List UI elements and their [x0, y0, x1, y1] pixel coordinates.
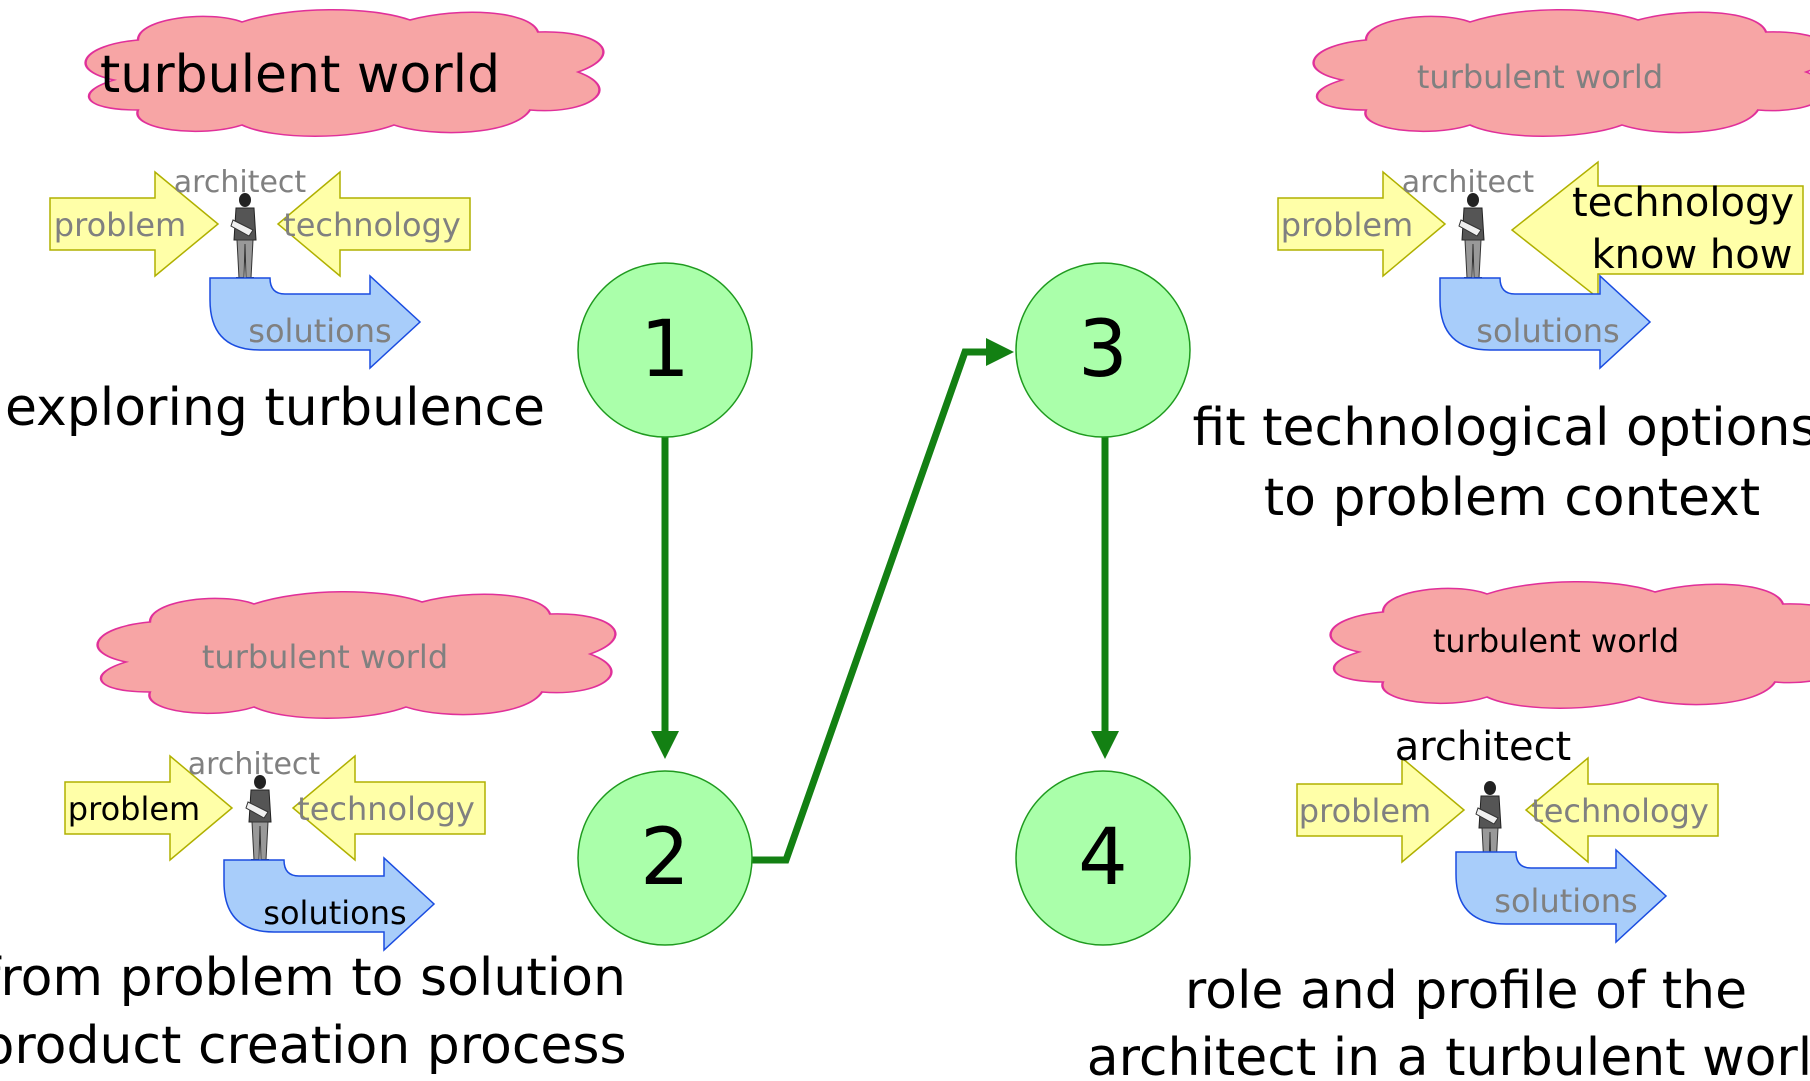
solutions-arrow: [209, 274, 422, 370]
solutions-arrow: [1439, 274, 1652, 370]
solutions-arrow: [223, 856, 436, 952]
architect-figure-icon: [230, 192, 257, 281]
problem-label: problem: [68, 790, 200, 828]
problem-arrow: [64, 754, 234, 862]
node-2: 2: [577, 770, 753, 946]
solutions-label: solutions: [263, 894, 406, 932]
panel-caption-line1: role and profile of the: [1185, 961, 1747, 1021]
problem-arrow: [49, 170, 220, 278]
flow-arrows: [651, 338, 1119, 864]
technology-label: technology: [283, 206, 461, 244]
architect-figure-icon: [245, 774, 272, 863]
architect-label: architect: [174, 165, 307, 200]
panel-exploring-turbulence: turbulent world problem technology archi…: [5, 8, 605, 438]
architect-label: architect: [1395, 724, 1572, 770]
problem-arrow: [1277, 170, 1447, 278]
panel-caption-line1: fit technological options: [1192, 398, 1810, 458]
panel-caption: exploring turbulence: [5, 378, 545, 438]
technology-label-line2: know how: [1592, 232, 1793, 278]
solutions-arrow: [1455, 848, 1668, 944]
problem-label: problem: [1299, 792, 1431, 830]
technology-label: technology: [297, 790, 475, 828]
technology-arrow: [291, 754, 486, 862]
panel-role-and-profile: turbulent world problem technology archi…: [1087, 580, 1810, 1081]
problem-label: problem: [1281, 206, 1413, 244]
flow-arrow-2-to-3: [750, 338, 1014, 864]
architect-label: architect: [188, 747, 321, 782]
node-label: 2: [640, 813, 690, 903]
technology-know-how-arrow: [1510, 160, 1804, 300]
technology-label: technology: [1531, 792, 1709, 830]
technology-arrow: [1524, 756, 1719, 864]
architect-figure-icon: [1458, 192, 1485, 281]
node-1: 1: [577, 262, 753, 438]
node-3: 3: [1015, 262, 1191, 438]
cloud-label: turbulent world: [100, 45, 500, 105]
panel-problem-to-solution: turbulent world problem technology archi…: [0, 590, 627, 1076]
solutions-label: solutions: [1476, 312, 1619, 350]
node-label: 3: [1078, 305, 1128, 395]
panel-caption-line2: product creation process: [0, 1016, 627, 1076]
node-label: 4: [1078, 813, 1128, 903]
node-4: 4: [1015, 770, 1191, 946]
architect-label: architect: [1402, 165, 1535, 200]
problem-label: problem: [54, 206, 186, 244]
node-label: 1: [640, 305, 690, 395]
problem-arrow: [1296, 756, 1466, 864]
cloud-label: turbulent world: [202, 638, 448, 676]
panel-caption-line2: to problem context: [1264, 468, 1760, 528]
panel-caption-line2: architect in a turbulent world: [1087, 1028, 1810, 1081]
panel-caption-line1: from problem to solution: [0, 948, 626, 1008]
solutions-label: solutions: [248, 312, 391, 350]
solutions-label: solutions: [1494, 882, 1637, 920]
technology-label-line1: technology: [1572, 180, 1794, 226]
cloud-label: turbulent world: [1417, 58, 1663, 96]
panel-fit-technological-options: turbulent world problem technology know …: [1192, 8, 1810, 528]
technology-arrow: [276, 170, 471, 278]
cloud-label: turbulent world: [1433, 622, 1679, 660]
